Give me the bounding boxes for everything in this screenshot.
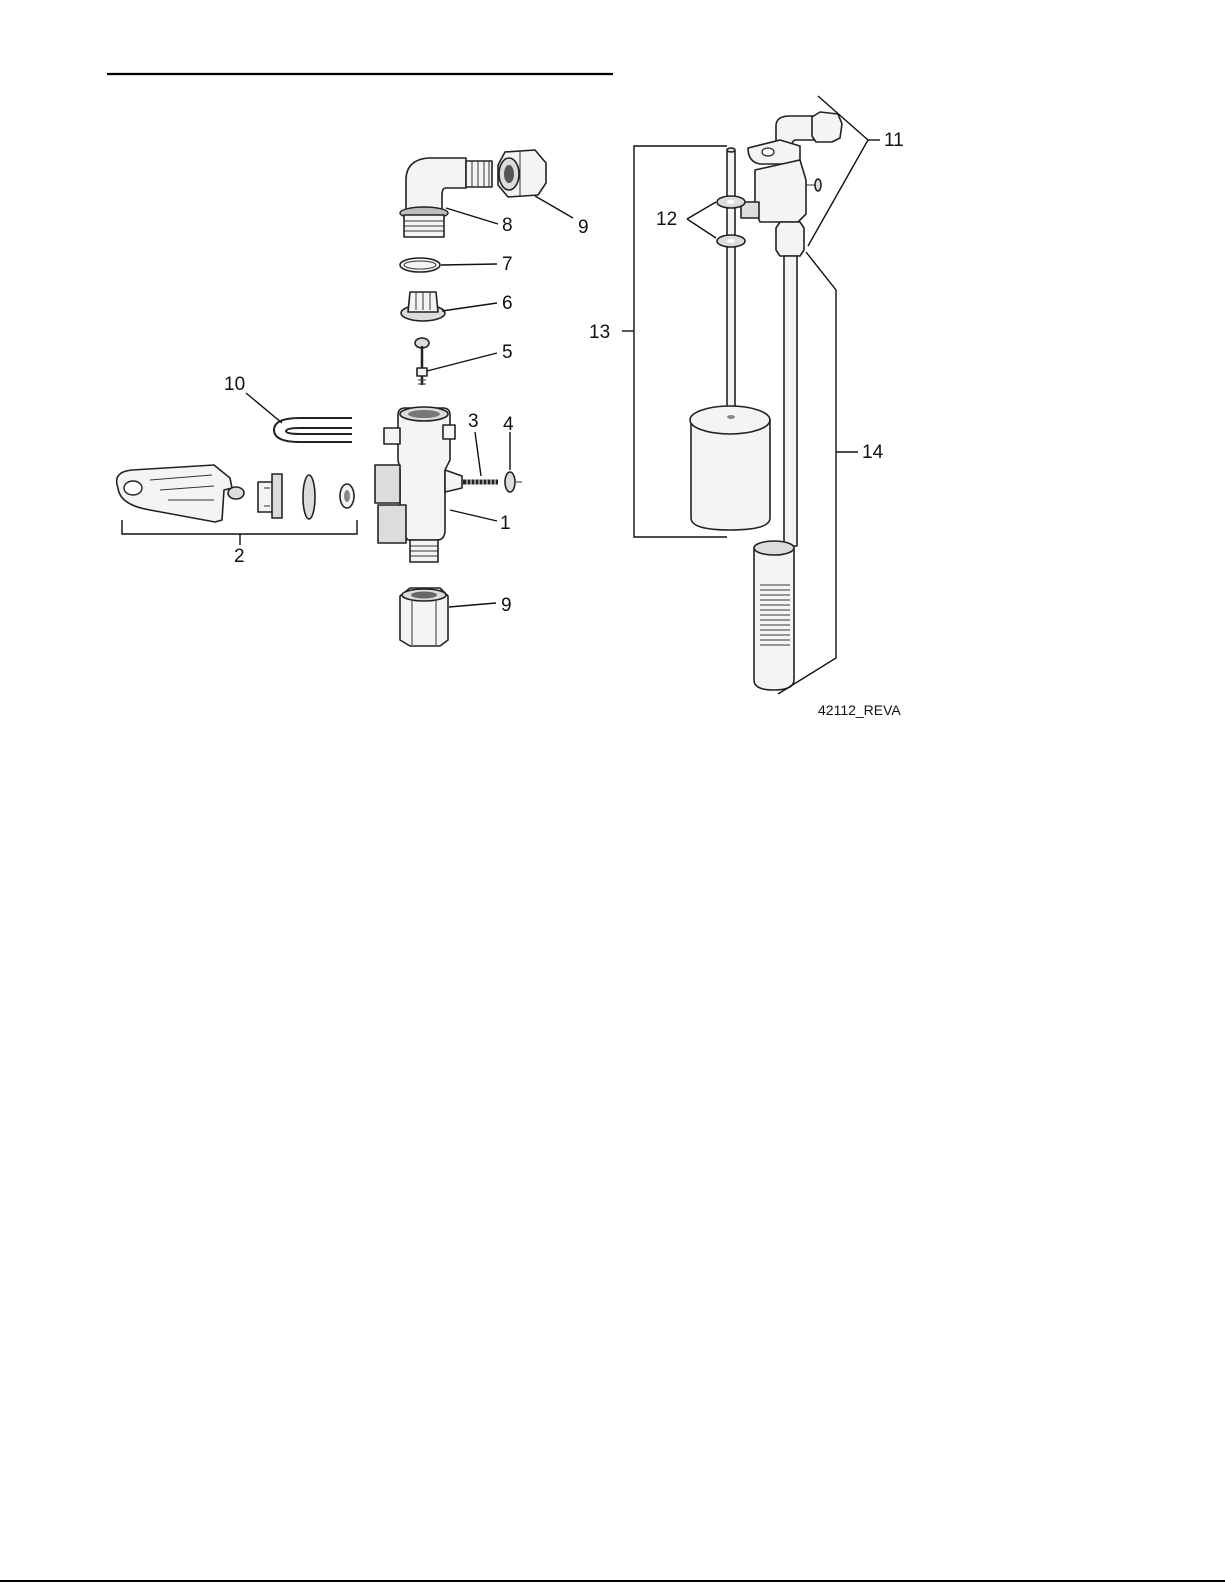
leader-1 [450, 510, 497, 521]
part-3-adjusting-screw [463, 479, 498, 485]
part-10-retaining-clip [274, 418, 352, 442]
part-6-diaphragm-cage [401, 292, 445, 321]
callout-11: 11 [884, 130, 904, 151]
leader-5 [427, 353, 497, 371]
callout-13: 13 [589, 322, 610, 343]
part-9-compression-nut-bottom [400, 588, 448, 646]
leader-9-bottom [449, 603, 496, 607]
part-7-retaining-ring [400, 258, 440, 272]
callout-8: 8 [502, 215, 513, 236]
leader-12 [687, 202, 716, 238]
callout-2: 2 [234, 546, 245, 567]
callout-9-bottom: 9 [501, 595, 512, 616]
figure-reference-code: 42112_REVA [818, 702, 901, 718]
callout-10: 10 [224, 374, 245, 395]
callout-5: 5 [502, 342, 513, 363]
leader-7 [441, 264, 497, 265]
part-5-plunger-stem [415, 338, 429, 385]
callout-14: 14 [862, 442, 884, 463]
part-2-float-arm-assembly [117, 465, 354, 522]
part-11-valve-head [741, 112, 842, 222]
callout-3: 3 [468, 411, 479, 432]
callout-6: 6 [502, 293, 513, 314]
part-2-bracket-line [122, 520, 357, 534]
part-8-elbow-fitting [400, 158, 492, 237]
leader-10 [246, 393, 282, 423]
callout-7: 7 [502, 254, 513, 275]
leader-3 [475, 432, 481, 476]
leader-6 [442, 303, 497, 311]
part-4-lock-nut [505, 472, 522, 492]
part-1-valve-body [375, 407, 462, 562]
callout-12: 12 [656, 209, 677, 230]
callout-4: 4 [503, 414, 514, 435]
callout-1: 1 [500, 513, 511, 534]
callout-9-top: 9 [578, 217, 589, 238]
part-9-compression-nut-top [498, 150, 546, 197]
leader-8 [446, 208, 498, 224]
leader-9-top [535, 196, 573, 218]
